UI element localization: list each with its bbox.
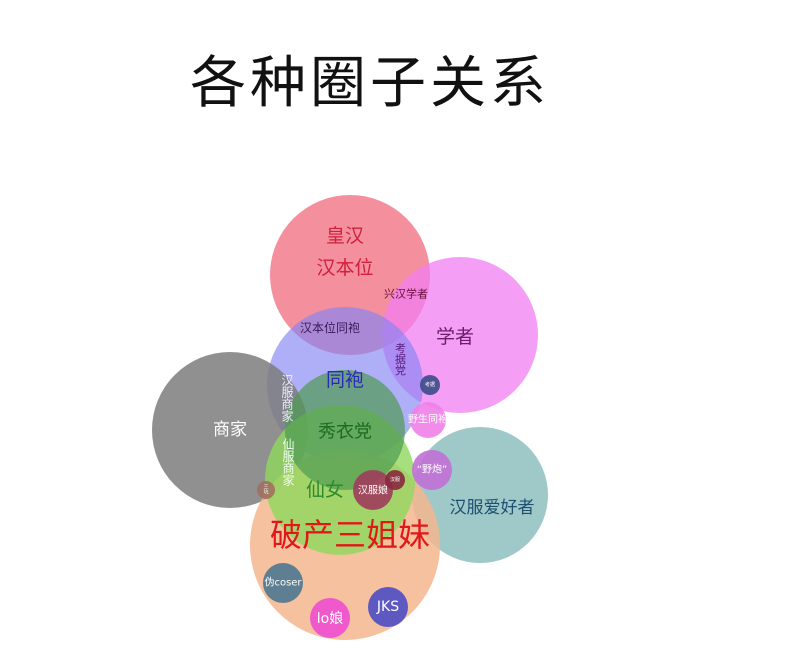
label-xiuyidang: 秀衣党 bbox=[318, 422, 372, 443]
label-fairy: 仙女 bbox=[306, 479, 344, 501]
hanfu-niang-circle bbox=[353, 470, 393, 510]
fake-coser-circle bbox=[263, 563, 303, 603]
svg-text:三: 三 bbox=[263, 484, 268, 490]
label-fake-coser: 伪coser bbox=[264, 577, 302, 589]
label-sankeng: 三坑 bbox=[263, 484, 268, 495]
label-hanbenwei: 汉本位 bbox=[316, 257, 373, 279]
label-kaojudang: 考据党 bbox=[393, 342, 407, 376]
label-tongpao: 同袍 bbox=[326, 369, 364, 391]
label-scholar: 学者 bbox=[436, 326, 474, 348]
label-bankrupt-sisters: 破产三姐妹 bbox=[270, 516, 430, 554]
kaoju-circle bbox=[420, 375, 440, 395]
diagram-title: 各种圈子关系 bbox=[190, 51, 550, 116]
label-hanfu-niang: 汉服娘 bbox=[358, 484, 388, 497]
label-xianfu-merchant: 仙服商家 bbox=[281, 438, 295, 486]
svg-text:坑: 坑 bbox=[263, 489, 268, 496]
lolita-circle bbox=[310, 598, 350, 638]
label-jks: JKS bbox=[376, 599, 399, 615]
label-xinghan-scholar: 兴汉学者 bbox=[384, 287, 428, 301]
wild-tongpao-circle bbox=[410, 402, 446, 438]
jks-circle bbox=[368, 587, 408, 627]
label-kaoju: 考据 bbox=[425, 381, 435, 388]
label-hanbenwei-tongpao: 汉本位同袍 bbox=[300, 320, 360, 335]
label-hanfu-fan: 汉服爱好者 bbox=[450, 498, 535, 518]
label-huanghan: 皇汉 bbox=[326, 225, 364, 247]
yepao-circle bbox=[412, 450, 452, 490]
label-hanfu-small: 汉服 bbox=[390, 476, 400, 483]
label-hanfu-merchant: 汉服商家 bbox=[280, 374, 294, 422]
xiuyidang-circle bbox=[285, 370, 405, 490]
label-lolita: lo娘 bbox=[317, 611, 343, 627]
label-yepao: “野炮” bbox=[417, 463, 447, 476]
sankeng-circle bbox=[257, 481, 275, 499]
label-wild-tongpao: 野生同袍 bbox=[408, 413, 448, 426]
hanfu-small-circle bbox=[385, 470, 405, 490]
label-merchant: 商家 bbox=[213, 420, 247, 440]
